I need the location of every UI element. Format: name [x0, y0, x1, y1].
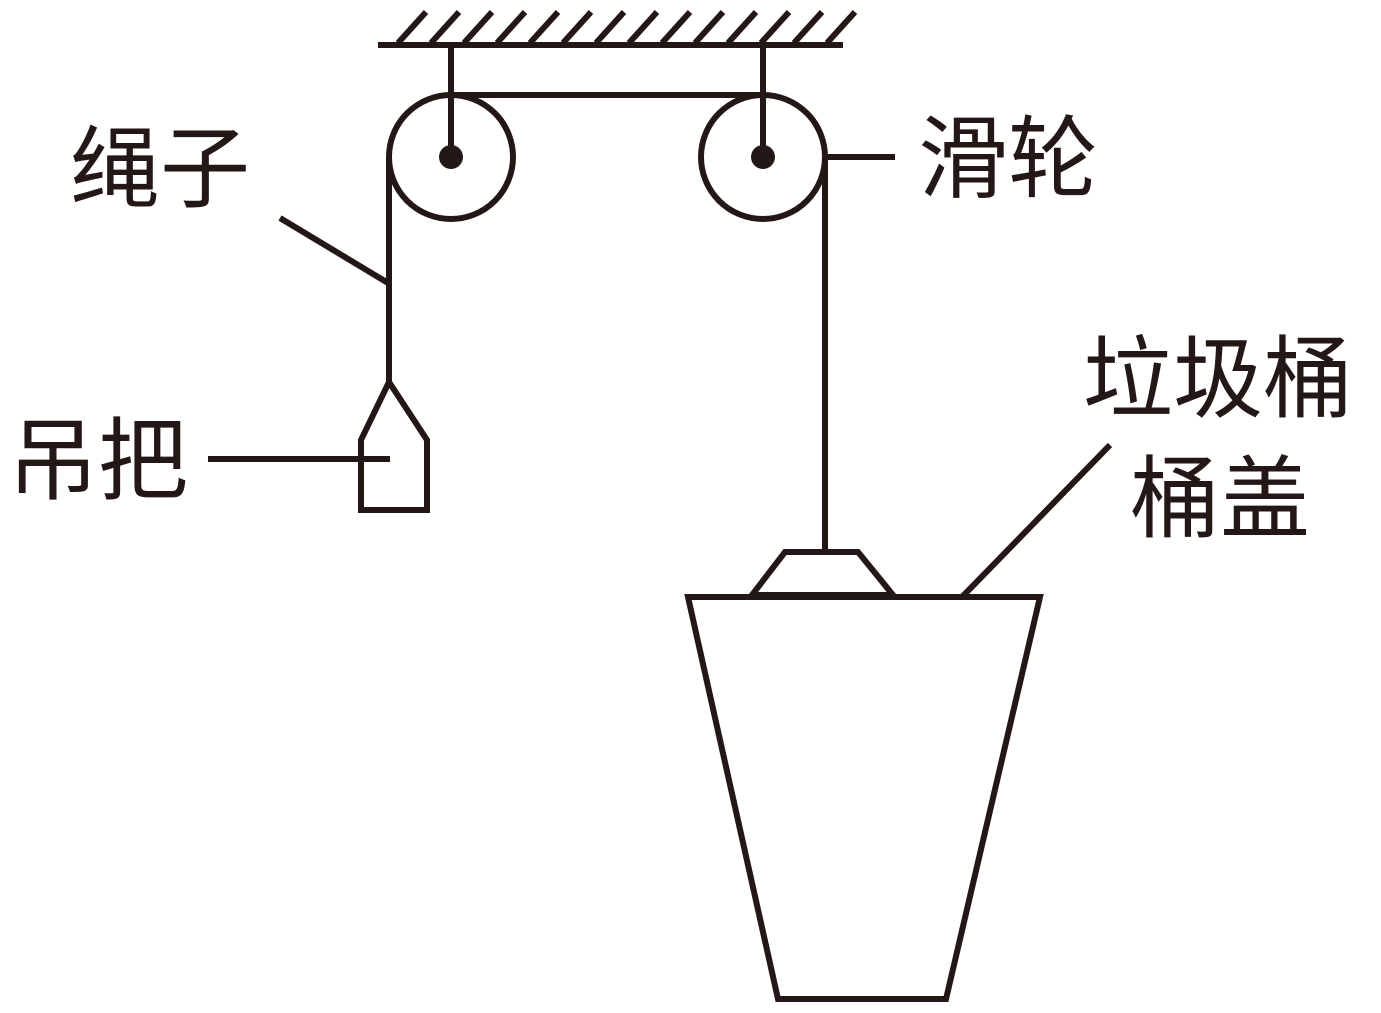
trash-can-label: 垃圾桶 [1083, 327, 1353, 432]
hatch-mark [560, 9, 594, 46]
pulley-supports [448, 45, 766, 157]
pulley-label: 滑轮 [918, 107, 1098, 212]
lid-label: 桶盖 [1130, 447, 1310, 552]
ceiling-hatch [395, 9, 858, 46]
ceiling [378, 9, 858, 48]
hatch-mark [428, 9, 462, 46]
trash-can [684, 594, 1044, 1002]
hatch-mark [725, 9, 759, 46]
leader-lines [208, 154, 1113, 600]
rope [386, 92, 828, 552]
rope-label: 绳子 [70, 117, 250, 222]
hatch-mark [461, 9, 495, 46]
handle-label: 吊把 [8, 409, 188, 514]
hatch-mark [395, 9, 429, 46]
lid [745, 549, 900, 598]
hatch-mark [527, 9, 561, 46]
hatch-mark [758, 9, 792, 46]
hatch-mark [593, 9, 627, 46]
hatch-mark [626, 9, 660, 46]
hatch-mark [692, 9, 726, 46]
hatch-mark [791, 9, 825, 46]
hatch-mark [494, 9, 528, 46]
hatch-mark [824, 9, 858, 46]
handle [358, 375, 430, 513]
hatch-mark [659, 9, 693, 46]
